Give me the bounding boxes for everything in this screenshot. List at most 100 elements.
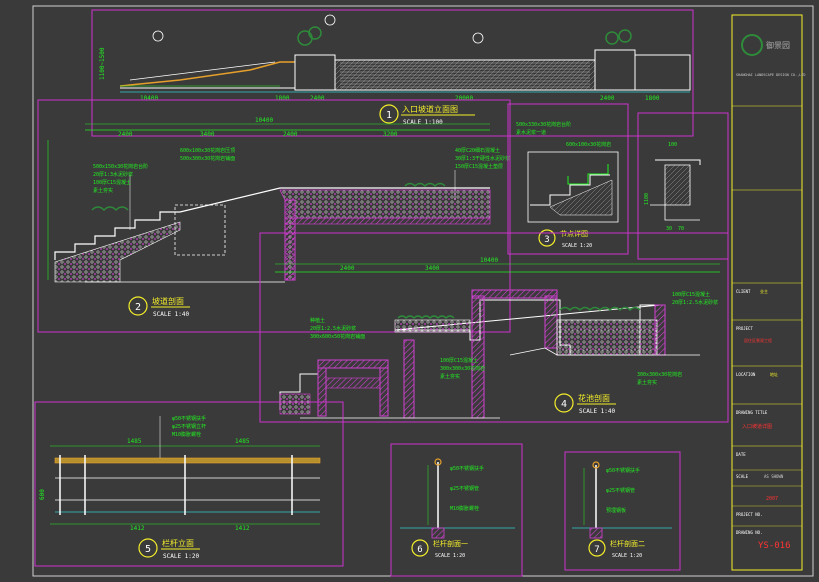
dim-total: 10400 [255,117,273,124]
note: 300x300x30花岗岩 [637,371,682,378]
view-scale: SCALE 1:100 [403,119,443,126]
note: 100厚C15混凝土 [672,291,710,298]
label: DRAWING TITLE [736,410,768,415]
gravel-base [279,393,311,415]
view-number: 7 [594,545,599,555]
view-number-circle [379,104,399,124]
note: M10膨胀螺栓 [172,431,201,438]
fill [549,179,613,216]
footing [650,204,700,221]
planter-soil [556,319,658,356]
grille-bars [340,62,590,88]
ramp-profile [179,187,490,213]
ramp-fill [174,204,226,256]
view-title: 栏杆立面 [162,538,194,548]
planter-wall [317,367,327,417]
ramp-handrail-line [119,61,295,87]
view-title: 花池剖面 [578,393,610,403]
dim: 1485 [235,438,250,445]
value: AS SHOWN [764,474,784,479]
company-name: SHANGHAI LANDSCAPE DESIGN CO.,LTD [736,73,806,77]
dim-elev-4: 20000 [455,95,473,102]
handrail [54,457,321,464]
value: 2007 [766,496,778,502]
note: φ50不锈钢扶手 [172,415,206,422]
wall-section [664,164,691,206]
logo-text: 御景园 [766,40,790,50]
footing [589,527,603,539]
note: M10膨胀螺栓 [450,505,479,512]
stone-tread [567,164,609,185]
value: 入口坡道详图 [742,423,772,430]
shrub [308,26,322,40]
view-number: 5 [145,544,151,555]
wall [544,295,558,349]
note: 300x300x30花岗岩 [440,365,485,372]
drawing-number: YS-016 [758,541,791,551]
shrub [618,29,632,43]
viewport-frame [507,103,629,255]
view-5-railing-elevation: 1485 1485 1412 1412 600 φ50不锈钢扶手 φ25不锈钢立… [34,401,344,567]
ramp-top [129,61,276,81]
label: LOCATION [736,372,756,377]
callout-bubble [152,30,164,42]
view-4-planter-section: 10400 2400 3400 种植土 20厚1:2.5水泥砂浆 300x600… [259,232,729,423]
note: 100厚C15混凝土 [440,357,478,364]
note: 20厚1:3水泥砂浆 [93,171,133,178]
wall [403,339,415,419]
stair-profile [530,174,610,206]
view-scale: SCALE 1:20 [435,553,465,559]
dim: 70 [678,226,684,232]
footing [431,527,445,539]
note: 预埋钢板 [606,507,626,514]
label: PROJECT NO. [736,512,763,517]
note: φ25不锈钢管 [450,485,479,492]
view-title: 栏杆剖面一 [433,539,468,548]
dim-seg: 3400 [200,131,215,138]
viewport-frame [390,443,523,577]
view-number: 4 [561,399,567,410]
note: 素水泥浆一道 [516,129,546,136]
callout-bubble [472,32,484,44]
dim-seg: 2400 [340,265,355,272]
view-scale: SCALE 1:40 [153,311,190,318]
planter-cap [317,359,389,369]
view-number-circle [554,393,574,413]
note: 20厚1:2.5水泥砂浆 [310,325,356,332]
view-number-circle [128,296,148,316]
view-title: 栏杆剖面二 [610,539,645,548]
planter-far-right [634,54,691,91]
dim-elev-5: 2400 [600,95,615,102]
label: SCALE [736,474,749,479]
stair-profile [54,211,180,260]
view-2-ramp-section: 10400 2400 3400 2400 3200 500x150x30花岗岩台… [37,99,511,333]
view-number: 3 [544,235,549,245]
note: 素土夯实 [637,379,657,386]
dim: 100 [668,142,677,148]
concrete-slab [284,217,491,225]
viewport-frame [34,401,344,567]
note: 素土夯实 [93,187,113,194]
dim: 1412 [130,525,145,532]
dim-seg: 2400 [118,131,133,138]
note: 20厚1:2.5水泥砂浆 [672,299,718,306]
note: 种植土 [310,317,325,324]
label: CLIENT [736,289,751,294]
callout-bubble [324,14,336,26]
gravel-deck [279,189,491,281]
slab [325,377,381,389]
dim-seg: 3200 [383,131,398,138]
view-6-railing-section: φ50不锈钢扶手 φ25不锈钢管 M10膨胀螺栓 6 栏杆剖面一 SCALE 1… [390,443,523,577]
view-1-elevation: 10400 1800 2400 20000 2400 1800 1100~150… [91,9,694,137]
view-number-circle [411,539,429,557]
planter-wall [379,367,389,417]
shrub [297,30,313,46]
planter-right [594,49,636,91]
view-number-circle [538,229,556,247]
note: 500x300x30花岗岩铺面 [180,155,235,162]
view-title: 坡道剖面 [152,296,184,306]
gravel-layer [394,319,471,333]
logo-icon [741,34,763,56]
note: φ50不锈钢扶手 [450,465,484,472]
wall [654,304,666,356]
